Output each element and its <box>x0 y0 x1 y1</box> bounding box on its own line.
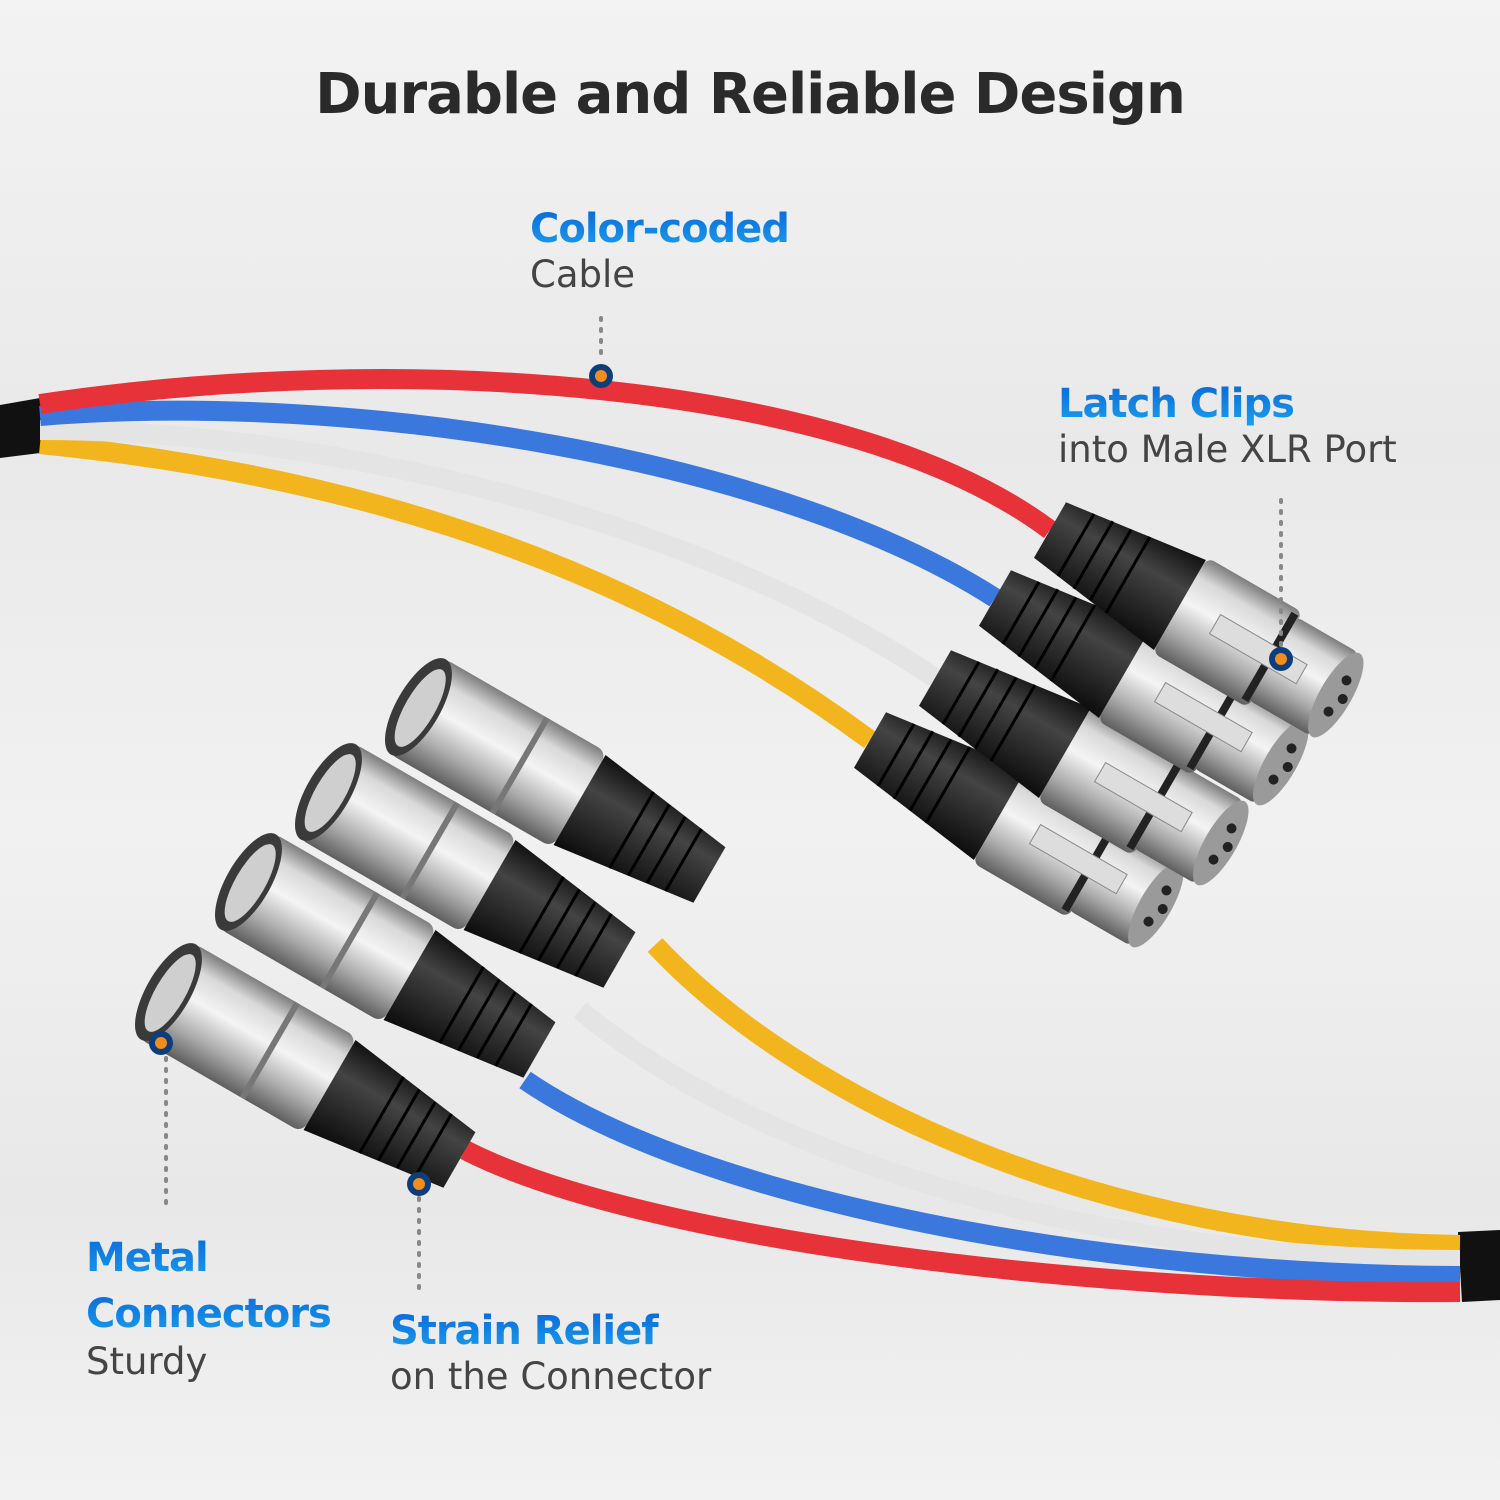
callout-heading-1: Metal <box>86 1230 331 1286</box>
cables <box>38 369 1461 1303</box>
callout-heading: Strain Relief <box>390 1307 711 1355</box>
cable-red-bottom <box>460 1141 1461 1303</box>
callout-sub: on the Connector <box>390 1355 712 1398</box>
page-title: Durable and Reliable Design <box>315 62 1186 127</box>
cable-blue-top <box>39 400 1001 607</box>
callout-strain-relief: Strain Relief on the Connector <box>390 1307 711 1399</box>
cable-red-top <box>38 369 1056 539</box>
male-connectors <box>120 646 739 1210</box>
cable-yellow-top <box>39 434 876 749</box>
callout-latch-clips: Latch Clips into Male XLR Port <box>1058 380 1397 472</box>
callout-heading: Color-coded <box>530 206 790 252</box>
callout-heading-2: Connectors <box>86 1286 332 1342</box>
callout-markers <box>164 316 1283 1297</box>
cable-white-top <box>39 420 941 687</box>
callout-metal-connectors: Metal Connectors Sturdy <box>86 1230 332 1383</box>
callout-sub: Cable <box>530 253 636 296</box>
marker-dots <box>149 364 1293 1196</box>
callout-heading: Latch Clips <box>1058 380 1397 428</box>
cable-jacket-left <box>0 398 48 458</box>
callout-sub: Sturdy <box>86 1340 208 1383</box>
callout-sub: into Male XLR Port <box>1058 428 1397 471</box>
cable-yellow-bottom <box>647 938 1461 1255</box>
callout-color-coded: Color-coded Cable <box>530 205 790 297</box>
cable-white-bottom <box>573 1002 1461 1270</box>
cable-jacket-right <box>1458 1230 1500 1302</box>
cable-blue-bottom <box>519 1071 1461 1286</box>
